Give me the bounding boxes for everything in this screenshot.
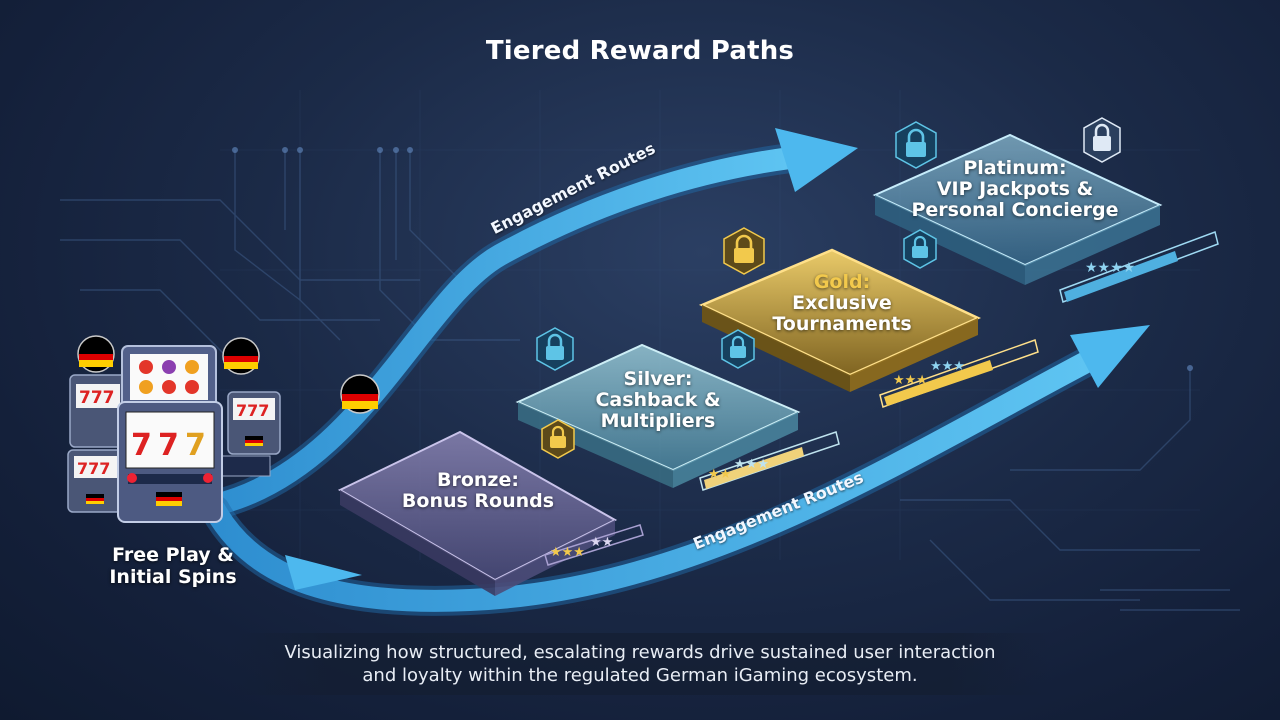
circuit-background (60, 150, 1240, 611)
tier-name: Bronze: (437, 469, 519, 491)
tier-platinum-label: Platinum: VIP Jackpots & Personal Concie… (910, 158, 1120, 221)
tier-reward: Bonus Rounds (401, 490, 555, 512)
lock-icon (723, 227, 765, 275)
caption-box: Visualizing how structured, escalating r… (230, 633, 1050, 695)
tier-reward: Tournaments (772, 313, 912, 335)
svg-text:★★★: ★★★ (893, 373, 928, 388)
caption-line1: Visualizing how structured, escalating r… (284, 642, 996, 663)
slot-machine-cluster: 777 777 777 7 7 7 (67, 335, 281, 523)
tier-silver-label: Silver: Cashback & Multipliers (568, 369, 748, 432)
tier-reward: Cashback & (595, 389, 721, 411)
upper-engagement-arrow (200, 128, 858, 520)
caption-line2: and loyalty within the regulated German … (362, 665, 918, 686)
tier-name: Platinum: (963, 157, 1067, 179)
lock-icon (1083, 117, 1121, 163)
gold-progress-bar (879, 339, 1039, 408)
gold-stars: ★★★★★★ (893, 359, 965, 388)
tier-reward: Personal Concierge (911, 199, 1119, 221)
svg-text:777: 777 (77, 459, 110, 478)
svg-text:★★★: ★★★ (930, 359, 965, 374)
svg-text:7: 7 (158, 428, 179, 463)
svg-text:777: 777 (79, 388, 115, 408)
bronze-platform (337, 430, 618, 596)
lower-engagement-arrow (200, 325, 1150, 616)
svg-text:★★: ★★ (590, 535, 613, 550)
german-flag-badge (340, 374, 380, 414)
svg-text:★★: ★★ (708, 467, 731, 482)
platinum-progress-bar (1059, 231, 1219, 303)
lock-icon (721, 329, 755, 369)
tier-name: Silver: (623, 368, 693, 390)
svg-text:7: 7 (131, 428, 152, 463)
free-play-line1: Free Play & (112, 544, 234, 566)
tier-name: Gold: (813, 271, 871, 293)
bronze-stars: ★★★★★ (550, 535, 613, 560)
lock-icon (536, 327, 574, 371)
silver-progress-bar (699, 431, 840, 491)
circuit-nodes (232, 147, 1193, 371)
platinum-stars: ★★★★ (1085, 260, 1135, 276)
tier-reward: Exclusive (792, 292, 892, 314)
svg-text:★★★★: ★★★★ (1085, 260, 1135, 276)
page-title: Tiered Reward Paths (485, 36, 795, 66)
tier-bronze-label: Bronze: Bonus Rounds (388, 470, 568, 512)
svg-text:777: 777 (236, 401, 269, 420)
platinum-platform (872, 133, 1163, 285)
lock-icon (895, 121, 937, 169)
svg-text:★★★: ★★★ (550, 545, 585, 560)
svg-text:★★★: ★★★ (734, 457, 769, 472)
gold-platform (698, 248, 982, 392)
tier-reward: Multipliers (600, 410, 716, 432)
lock-icon (903, 229, 937, 269)
free-play-line2: Initial Spins (109, 566, 237, 588)
bronze-progress-bar (544, 524, 644, 566)
free-play-label: Free Play & Initial Spins (88, 544, 258, 588)
silver-stars: ★★★★★ (708, 457, 769, 482)
tier-reward: VIP Jackpots & (936, 178, 1094, 200)
tier-gold-label: Gold: Exclusive Tournaments (752, 272, 932, 335)
svg-text:7: 7 (185, 428, 206, 463)
lock-icon (541, 419, 575, 459)
